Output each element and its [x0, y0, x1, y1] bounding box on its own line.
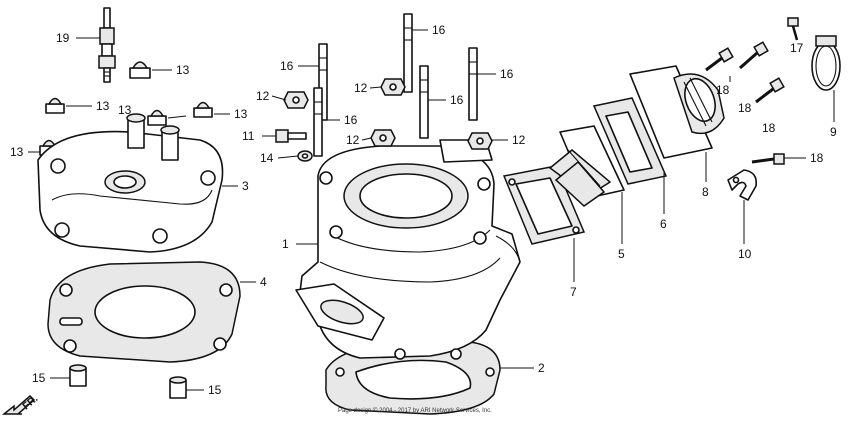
bolt-18-a[interactable]	[705, 47, 734, 72]
callout-labels: 19 13 13 13 13 13 3 4 15 15 2 1 11 14 12…	[10, 23, 837, 397]
callout-18: 18	[762, 121, 776, 135]
callout-11: 11	[242, 129, 255, 143]
stud-16-a[interactable]	[403, 13, 413, 93]
reed-valve[interactable]	[548, 125, 625, 207]
callout-4: 4	[260, 275, 267, 289]
washer-14[interactable]	[297, 150, 313, 162]
spark-plug[interactable]	[98, 7, 116, 83]
intake-insulator[interactable]	[629, 65, 725, 159]
head-gasket[interactable]	[47, 261, 241, 363]
hose-clamp[interactable]	[811, 35, 841, 91]
stud-16-e[interactable]	[313, 87, 323, 157]
callout-14: 14	[260, 151, 274, 165]
callout-12: 12	[512, 133, 526, 147]
callout-12: 12	[354, 81, 368, 95]
callout-18: 18	[738, 101, 752, 115]
bolt-11[interactable]	[275, 129, 307, 143]
cable-clamp[interactable]	[727, 169, 758, 201]
callout-9: 9	[830, 125, 837, 139]
callout-15: 15	[32, 371, 46, 385]
copyright-footer: Page design © 2004 - 2017 by ARI Network…	[338, 407, 492, 414]
flange-nut-12-c[interactable]	[370, 129, 396, 147]
flange-nut-12-d[interactable]	[467, 132, 493, 150]
base-gasket[interactable]	[325, 341, 501, 415]
callout-19: 19	[56, 31, 70, 45]
cylinder[interactable]	[295, 139, 521, 360]
callout-16: 16	[344, 113, 358, 127]
callout-16: 16	[280, 59, 294, 73]
callout-15: 15	[208, 383, 222, 397]
callout-12: 12	[256, 89, 270, 103]
callout-6: 6	[660, 217, 667, 231]
stud-16-d[interactable]	[419, 65, 429, 139]
callout-16: 16	[500, 67, 514, 81]
callout-8: 8	[702, 185, 709, 199]
callout-16: 16	[432, 23, 446, 37]
callout-3: 3	[242, 179, 249, 193]
flange-nut-12-a[interactable]	[283, 91, 309, 109]
callout-17: 17	[790, 41, 804, 55]
callout-16: 16	[450, 93, 464, 107]
front-direction-arrow: FR.	[1, 393, 40, 415]
cap-nut-13-left[interactable]	[45, 97, 65, 114]
callout-2: 2	[538, 361, 545, 375]
callout-13: 13	[234, 107, 248, 121]
cap-nut-13-center[interactable]	[147, 109, 167, 126]
bolt-18-c[interactable]	[755, 77, 785, 104]
flange-nut-12-b[interactable]	[380, 78, 406, 96]
dowel-pin-right[interactable]	[169, 376, 187, 399]
screw-17[interactable]	[787, 17, 799, 41]
bolt-18-d[interactable]	[751, 153, 785, 165]
callout-7: 7	[570, 285, 577, 299]
callout-1: 1	[282, 237, 289, 251]
callout-5: 5	[618, 247, 625, 261]
callout-13: 13	[176, 63, 190, 77]
callout-10: 10	[738, 247, 752, 261]
callout-13: 13	[10, 145, 24, 159]
cap-nut-13-right[interactable]	[193, 101, 213, 118]
stud-16-c[interactable]	[468, 47, 478, 121]
callout-13: 13	[118, 103, 132, 117]
callout-12: 12	[346, 133, 360, 147]
cylinder-head[interactable]	[37, 113, 224, 253]
leader-lines	[28, 29, 835, 391]
bolt-18-b[interactable]	[739, 41, 769, 70]
callout-18: 18	[716, 83, 730, 97]
callout-13: 13	[96, 99, 110, 113]
callout-18: 18	[810, 151, 824, 165]
dowel-pin-left[interactable]	[69, 364, 87, 387]
cap-nut-13-top[interactable]	[129, 61, 151, 79]
insulator-gasket[interactable]	[592, 97, 668, 185]
